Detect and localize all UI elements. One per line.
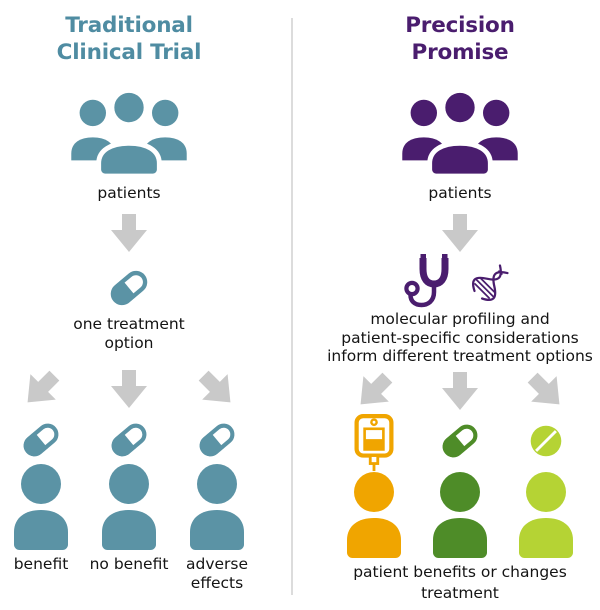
profiling-icons-row (403, 252, 517, 310)
traditional-title-line1: Traditional (65, 13, 193, 38)
profiling-line3: inform different treatment options (327, 347, 593, 365)
patient-benefits-line2: treatment (421, 583, 499, 602)
one-treatment-option-label: one treatment option (73, 315, 185, 353)
precision-title-line2: Promise (411, 40, 509, 65)
person-icon (100, 464, 158, 550)
patients-label: patients (97, 184, 161, 202)
treatment-icon-slot (438, 410, 482, 472)
outcome-no-benefit: no benefit (85, 370, 173, 593)
molecular-profiling-label: molecular profiling and patient-specific… (327, 310, 593, 366)
pill-icon (438, 419, 482, 463)
iv-bag-icon (352, 410, 396, 472)
down-arrow-icon (111, 370, 147, 408)
precision-outcomes-row (331, 372, 589, 558)
tablet-icon (528, 423, 564, 459)
person-icon (345, 472, 403, 558)
treatment-icon-slot (352, 410, 396, 472)
traditional-column: Traditional Clinical Trial patients one … (0, 0, 292, 610)
profiling-line2: patient-specific considerations (341, 328, 579, 347)
patients-group-icon (68, 87, 190, 177)
outcome-adverse-effects: adverse effects (173, 370, 261, 593)
adverse-effects-label: adverse effects (185, 555, 249, 592)
patients-label: patients (428, 184, 492, 202)
outcome-benefit: benefit (0, 370, 85, 593)
stethoscope-icon (403, 254, 455, 310)
traditional-title-line2: Clinical Trial (56, 40, 202, 65)
one-treatment-line2: option (104, 334, 154, 352)
patient-benefits-line1: patient benefits or changes (353, 562, 567, 581)
column-divider (291, 18, 293, 595)
patients-group-icon (399, 87, 521, 177)
outcome-capsule-treatment (417, 372, 503, 558)
benefit-label: benefit (13, 555, 69, 573)
one-treatment-line1: one treatment (73, 315, 185, 333)
treatment-icon-slot (528, 410, 564, 472)
person-icon (431, 472, 489, 558)
profiling-line1: molecular profiling and (370, 310, 550, 328)
down-left-arrow-icon (15, 363, 67, 415)
down-arrow-icon (111, 214, 147, 252)
dna-icon (465, 256, 517, 308)
person-icon (517, 472, 575, 558)
traditional-outcomes-row: benefit no benefit adverse effects (0, 370, 261, 593)
patient-benefits-label: patient benefits or changes treatment (353, 562, 567, 604)
person-icon (12, 464, 70, 550)
precision-title: Precision Promise (405, 12, 515, 66)
down-arrow-icon (442, 372, 478, 410)
traditional-title: Traditional Clinical Trial (57, 12, 202, 66)
pill-icon (106, 265, 152, 311)
pill-icon (19, 418, 63, 462)
outcome-tablet-treatment (503, 372, 589, 558)
precision-title-line1: Precision (405, 13, 515, 38)
down-arrow-icon (442, 214, 478, 252)
no-benefit-label: no benefit (89, 555, 169, 573)
precision-column: Precision Promise patients molecular pro… (292, 0, 600, 610)
person-icon (188, 464, 246, 550)
outcome-iv-treatment (331, 372, 417, 558)
down-right-arrow-icon (191, 363, 243, 415)
pill-icon (195, 418, 239, 462)
pill-icon (107, 418, 151, 462)
